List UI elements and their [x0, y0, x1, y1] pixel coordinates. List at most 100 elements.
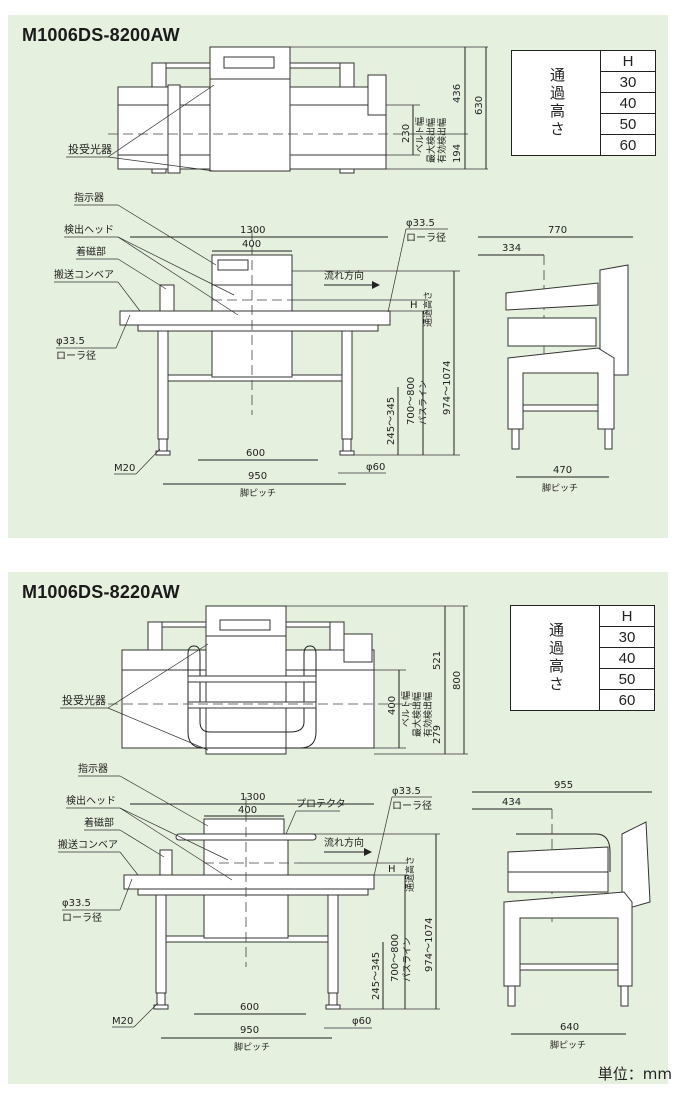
top-view: 投受光器 436 630 230 194 ベルト幅 最大検出幅 有効検出幅	[66, 46, 488, 174]
conveyor	[119, 310, 391, 326]
label-side-pitch: 脚ピッチ	[550, 1040, 586, 1051]
dim-passline: 700～800	[406, 377, 417, 425]
pass-height-label: 通過高さ	[510, 605, 600, 711]
indicator	[203, 818, 285, 835]
table-cell: 40	[600, 92, 656, 114]
unit-label: 単位：mm	[597, 1065, 672, 1083]
label-detection-head: 検出ヘッド	[66, 794, 116, 807]
table-header-h: H	[600, 50, 656, 72]
dim-overall-width: 800	[452, 671, 463, 690]
label-leg-pitch: 脚ピッチ	[234, 1042, 270, 1053]
drawing-8200aw: 投受光器 436 630 230 194 ベルト幅 最大検出幅 有効検出幅	[54, 46, 633, 499]
protector	[516, 833, 611, 872]
detection-head	[209, 78, 291, 172]
label-passline: パスライン	[402, 937, 413, 982]
dim-upper: 436	[452, 84, 463, 103]
label-magnetizer: 着磁部	[76, 245, 106, 258]
label-sensor: 投受光器	[68, 142, 112, 156]
dim-leg-pitch: 950	[240, 1025, 259, 1036]
side-view: 955 434 640 脚ピッチ	[472, 780, 652, 1051]
label-detection-head: 検出ヘッド	[64, 223, 114, 236]
detection-head	[507, 317, 597, 347]
label-roller-right: ローラ径	[406, 231, 446, 244]
label-roller-dia-right: φ33.5	[392, 786, 421, 797]
dim-passline: 700～800	[390, 934, 401, 982]
label-roller-left: ローラ径	[62, 911, 102, 924]
label-max-detect: 最大検出幅	[411, 692, 423, 737]
label-eff-detect: 有効検出幅	[436, 118, 448, 163]
indicator-panel	[223, 56, 275, 69]
conveyor	[123, 874, 375, 890]
dim-overall-width: 630	[474, 96, 485, 115]
label-phi60: φ60	[366, 462, 385, 473]
dim-side-offset: 434	[502, 797, 521, 808]
label-magnetizer: 着磁部	[84, 816, 114, 829]
dim-side-pitch: 640	[560, 1022, 579, 1033]
detection-head	[205, 635, 287, 755]
table-cell: 60	[600, 134, 656, 156]
dim-upper: 521	[432, 651, 443, 670]
label-roller-left: ローラ径	[56, 349, 96, 362]
drawing-8220aw: 投受光器 521 800 400 279 ベルト幅 最大検出幅 有効検出幅	[58, 605, 652, 1053]
detection-head	[507, 871, 609, 893]
dim-head-width: 400	[238, 805, 257, 816]
label-H: H	[388, 864, 396, 875]
pass-height-label: 通過高さ	[511, 50, 601, 156]
label-eff-detect: 有効検出幅	[422, 692, 434, 737]
label-roller-right: ローラ径	[392, 799, 432, 812]
dim-lower: 279	[432, 725, 443, 744]
side-view: 770 334 470 脚ピッチ	[478, 225, 633, 494]
label-m20: M20	[112, 1016, 133, 1027]
label-H: H	[410, 300, 418, 311]
dim-head-width: 400	[242, 239, 261, 250]
dim-leg-height: 245～345	[371, 952, 382, 1000]
frame	[507, 347, 615, 430]
label-flow-direction: 流れ方向	[324, 836, 364, 849]
label-pass-height: 通過高さ	[404, 856, 416, 892]
dim-total-height: 974～1074	[442, 360, 453, 415]
pass-height-table: 通過高さ H 30 40 50 60	[510, 605, 655, 711]
label-m20: M20	[114, 463, 135, 474]
label-roller-dia-left: φ33.5	[62, 898, 91, 909]
dim-lower: 194	[452, 144, 463, 163]
label-side-pitch: 脚ピッチ	[542, 483, 578, 494]
dim-total-length: 1300	[240, 792, 265, 803]
table-cell: 50	[600, 113, 656, 135]
label-indicator: 指示器	[74, 191, 104, 204]
dim-inner: 600	[240, 1002, 259, 1013]
model-panel-8220aw: M1006DS-8220AW 投受光器	[8, 572, 668, 1084]
model-panel-8200aw: M1006DS-8200AW 投受光器	[8, 15, 668, 538]
model-title: M1006DS-8220AW	[22, 582, 180, 602]
label-phi60: φ60	[352, 1016, 371, 1027]
dim-leg-pitch: 950	[248, 471, 267, 482]
table-cell: 60	[599, 689, 655, 711]
pass-height-table: 通過高さ H 30 40 50 60	[511, 50, 656, 156]
label-pass-height: 通過高さ	[422, 291, 434, 327]
dim-side-offset: 334	[502, 243, 521, 254]
label-max-detect: 最大検出幅	[425, 118, 437, 163]
dim-belt-width: 400	[387, 696, 398, 715]
dim-total-height: 974～1074	[424, 917, 435, 972]
table-cell: 30	[599, 626, 655, 648]
label-conveyor: 搬送コンベア	[54, 268, 114, 281]
table-header-h: H	[599, 605, 655, 627]
front-view: 指示器 検出ヘッド 着磁部 搬送コンベア φ33.5 ローラ径 φ33.5 ロー…	[54, 191, 460, 499]
frame	[503, 891, 633, 987]
dim-leg-height: 245～345	[386, 397, 397, 445]
top-view: 投受光器 521 800 400 279 ベルト幅 最大検出幅 有効検出幅	[60, 605, 468, 755]
front-view: 指示器 検出ヘッド 着磁部 搬送コンベア プロテクタ φ33.5 ローラ径 φ3…	[58, 762, 440, 1053]
flow-arrow-icon	[372, 281, 380, 289]
model-title: M1006DS-8200AW	[22, 25, 180, 45]
label-indicator: 指示器	[78, 762, 108, 775]
label-belt-width: ベルト幅	[414, 117, 426, 153]
indicator-column	[621, 821, 651, 911]
dim-belt-width: 230	[401, 124, 412, 143]
label-conveyor: 搬送コンベア	[58, 838, 118, 851]
label-roller-dia-right: φ33.5	[406, 218, 435, 229]
label-leg-pitch: 脚ピッチ	[240, 488, 276, 499]
label-flow-direction: 流れ方向	[324, 269, 364, 282]
dim-side-pitch: 470	[553, 465, 572, 476]
table-cell: 40	[599, 647, 655, 669]
flow-arrow-icon	[364, 848, 372, 856]
label-passline: パスライン	[418, 380, 429, 425]
